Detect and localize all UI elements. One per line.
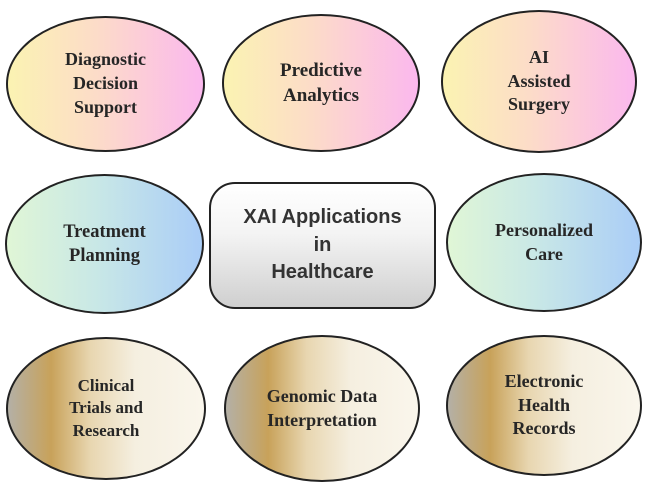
node-clinical-trials-and-research: Clinical Trials and Research: [6, 337, 206, 480]
center-node-xai-applications: XAI Applications in Healthcare: [209, 182, 436, 309]
node-personalized-care: Personalized Care: [446, 173, 642, 312]
node-diagnostic-decision-support: Diagnostic Decision Support: [6, 16, 205, 152]
node-electronic-health-records: Electronic Health Records: [446, 335, 642, 476]
node-ai-assisted-surgery: AI Assisted Surgery: [441, 10, 637, 153]
node-treatment-planning: Treatment Planning: [5, 174, 204, 314]
node-predictive-analytics: Predictive Analytics: [222, 14, 420, 152]
node-genomic-data-interpretation: Genomic Data Interpretation: [224, 335, 420, 482]
